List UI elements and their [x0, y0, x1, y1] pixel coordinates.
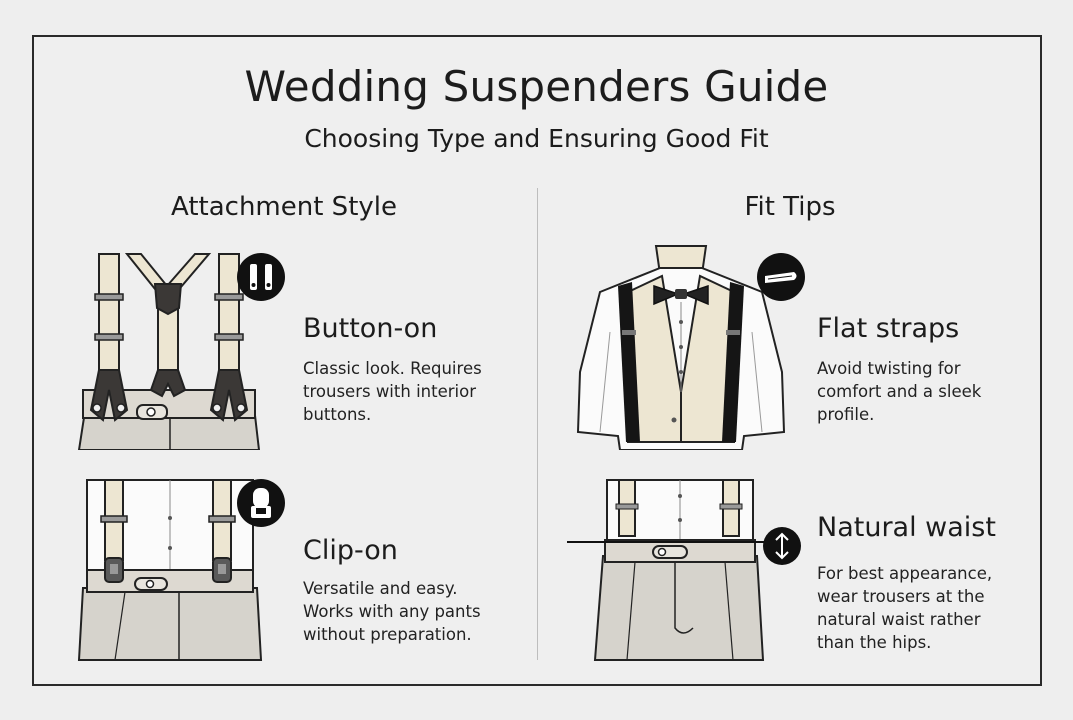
column-heading-fit-tips: Fit Tips: [744, 192, 836, 222]
desc-line: wear trousers at the: [817, 587, 985, 606]
desc-line: buttons.: [303, 405, 372, 424]
flat-strap-icon: [757, 253, 805, 301]
button-tab-icon: [237, 253, 285, 301]
desc-line: without preparation.: [303, 625, 472, 644]
flat-straps-shirt-illustration: [576, 245, 786, 450]
clip-on-suspenders-illustration: [77, 479, 263, 661]
desc-line: trousers with interior: [303, 382, 476, 401]
desc-line: Versatile and easy.: [303, 579, 458, 598]
section-desc-natural-waist: For best appearance, wear trousers at th…: [817, 562, 1027, 654]
desc-line: Classic look. Requires: [303, 359, 482, 378]
desc-line: For best appearance,: [817, 564, 993, 583]
section-title-button-on: Button-on: [303, 313, 438, 344]
section-title-clip-on: Clip-on: [303, 535, 398, 566]
natural-waist-trousers-illustration: [567, 479, 765, 661]
section-desc-clip-on: Versatile and easy. Works with any pants…: [303, 577, 523, 646]
column-divider: [537, 188, 538, 660]
clip-icon: [237, 479, 285, 527]
section-title-flat-straps: Flat straps: [817, 313, 960, 344]
vertical-arrow-icon: [763, 527, 801, 565]
section-desc-flat-straps: Avoid twisting for comfort and a sleek p…: [817, 357, 1027, 426]
desc-line: Avoid twisting for: [817, 359, 961, 378]
desc-line: natural waist rather: [817, 610, 981, 629]
button-on-suspenders-illustration: [77, 253, 261, 450]
section-desc-button-on: Classic look. Requires trousers with int…: [303, 357, 523, 426]
desc-line: comfort and a sleek: [817, 382, 982, 401]
section-title-natural-waist: Natural waist: [817, 512, 996, 543]
page-subtitle: Choosing Type and Ensuring Good Fit: [304, 124, 769, 153]
desc-line: Works with any pants: [303, 602, 481, 621]
desc-line: profile.: [817, 405, 875, 424]
page-title: Wedding Suspenders Guide: [244, 62, 829, 111]
desc-line: than the hips.: [817, 633, 932, 652]
column-heading-attachment-style: Attachment Style: [171, 192, 397, 222]
